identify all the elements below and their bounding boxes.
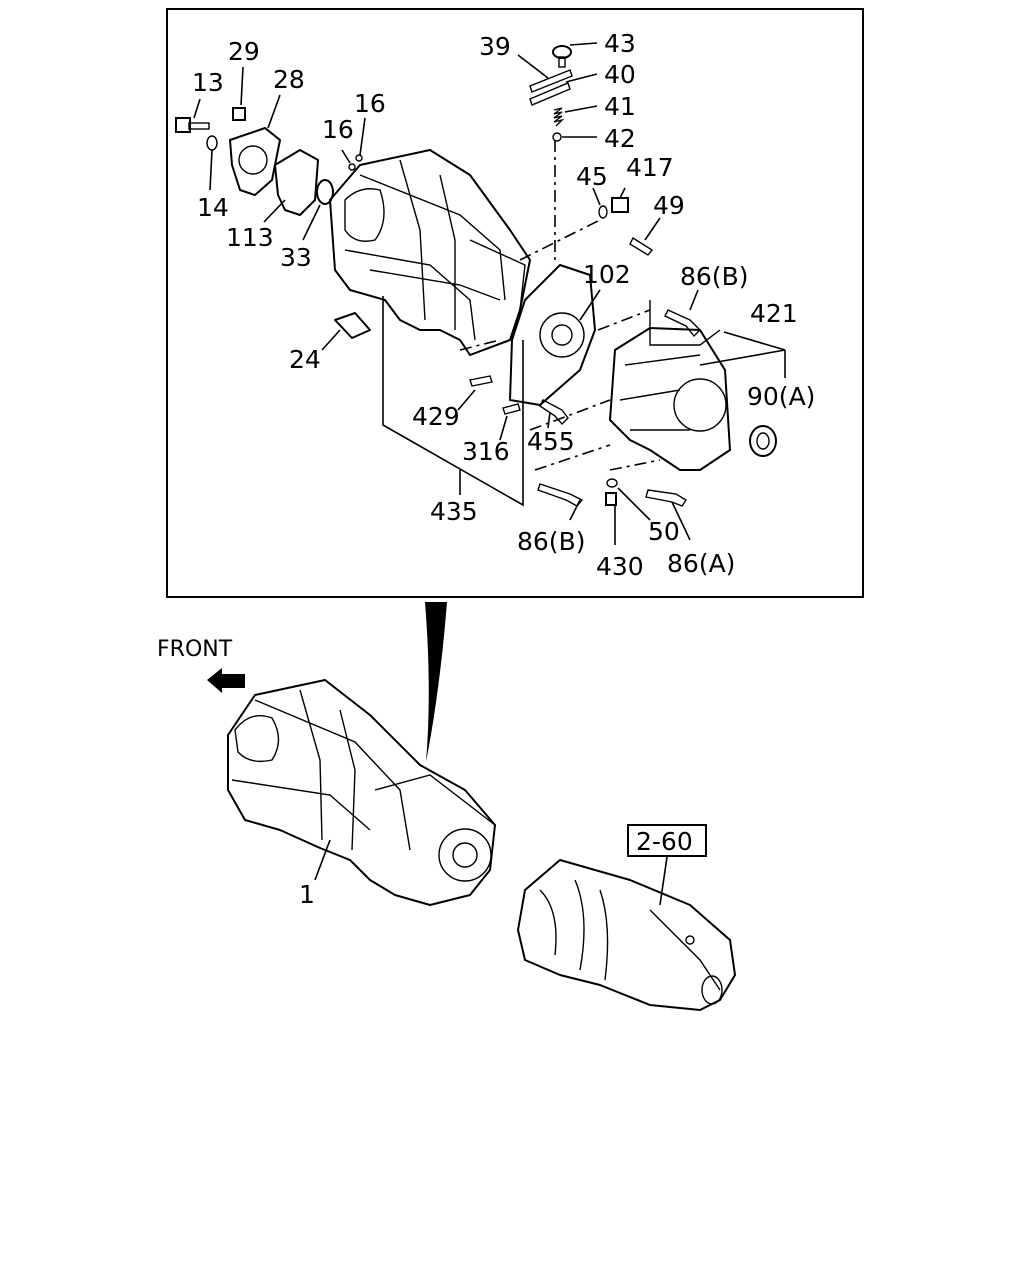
bolt-part-13: [175, 117, 210, 133]
callout-24: 24: [289, 345, 321, 374]
gasket-part: [274, 149, 319, 216]
dowel-part: [469, 375, 493, 387]
callout-41: 41: [604, 92, 636, 121]
callout-33: 33: [280, 243, 312, 272]
bolt-part-86a: [645, 489, 687, 507]
callout-430: 430: [596, 552, 644, 581]
callout-43: 43: [604, 29, 636, 58]
extension-housing-part: [609, 300, 731, 471]
reference-label: 2-60: [636, 827, 693, 856]
callout-316: 316: [462, 437, 510, 466]
callout-102: 102: [583, 260, 631, 289]
detail-connector: [425, 602, 447, 762]
callout-1: 1: [299, 880, 315, 909]
callout-39: 39: [479, 32, 511, 61]
reference-box: [627, 824, 707, 857]
callout-90a: 90(A): [747, 382, 815, 411]
detail-frame: [166, 8, 864, 598]
pin-part: [629, 236, 654, 256]
oil-seal-part: [749, 425, 777, 457]
filter-part: [334, 312, 371, 339]
assembled-transmission: [227, 679, 496, 906]
callout-429: 429: [412, 402, 460, 431]
callout-86b-bottom: 86(B): [517, 527, 585, 556]
callout-16-upper: 16: [354, 89, 386, 118]
callout-435: 435: [430, 497, 478, 526]
bolt-part-86b-top: [664, 309, 701, 338]
callout-13: 13: [192, 68, 224, 97]
transfer-case-assembly: [517, 859, 736, 1011]
callout-29: 29: [228, 37, 260, 66]
callout-113: 113: [226, 223, 274, 252]
callout-421: 421: [750, 299, 798, 328]
callout-49: 49: [653, 191, 685, 220]
callout-14: 14: [197, 193, 229, 222]
callout-50: 50: [648, 517, 680, 546]
bolt-part-455: [539, 399, 569, 426]
cover-plate-part: [229, 127, 281, 196]
plug-part: [611, 197, 629, 213]
callout-45: 45: [576, 162, 608, 191]
callout-86b-top: 86(B): [680, 262, 748, 291]
bolt-part-29: [232, 107, 246, 121]
bolt-part-86b-bottom: [537, 483, 584, 507]
key-part: [502, 403, 521, 415]
callout-455: 455: [527, 427, 575, 456]
callout-28: 28: [273, 65, 305, 94]
callout-417: 417: [626, 153, 674, 182]
leader-lines: [193, 42, 786, 545]
front-label: FRONT: [157, 637, 233, 662]
callout-40: 40: [604, 60, 636, 89]
transmission-case-part: [329, 149, 531, 356]
detent-parts: [529, 45, 573, 142]
plug-part-430: [605, 492, 617, 506]
callout-42: 42: [604, 124, 636, 153]
adapter-plate-part: [509, 264, 596, 406]
callout-16-lower: 16: [322, 115, 354, 144]
callout-86a: 86(A): [667, 549, 735, 578]
bearing-part: [316, 179, 334, 205]
front-arrow-icon: [207, 668, 245, 693]
washer-part: [206, 135, 218, 151]
